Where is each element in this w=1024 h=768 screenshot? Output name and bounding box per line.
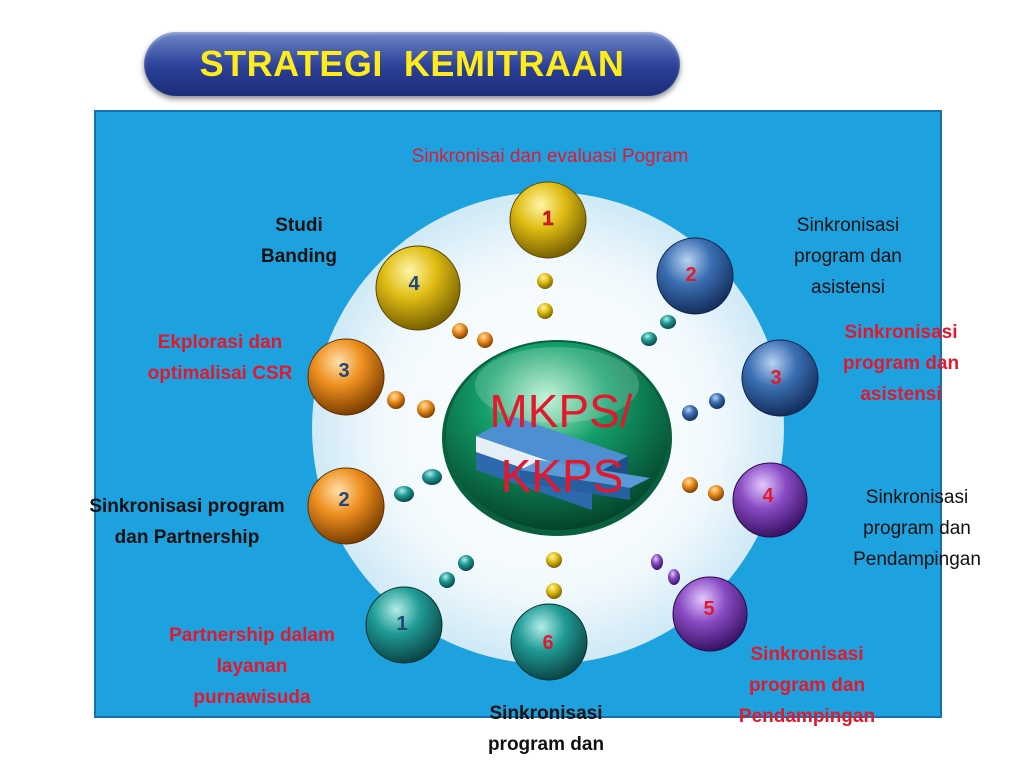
center-node: MKPS/ KKPS [442, 340, 672, 536]
label-left-3: Ekplorasi dan optimalisai CSR [147, 332, 293, 384]
top-label: Sinkronisai dan evaluasi Pogram [411, 146, 689, 167]
node-number: 4 [762, 485, 774, 507]
node-number: 6 [542, 632, 553, 654]
node-right-6: 6 [510, 603, 588, 681]
label-right-5: Sinkronisasi program dan Pendampingan [738, 644, 876, 727]
node-number: 3 [770, 367, 781, 389]
label-left-2: Sinkronisasi program dan Partnership [89, 496, 285, 548]
label-left-1: Partnership dalam layanan purnawisuda [169, 625, 335, 708]
node-right-3: 3 [741, 339, 819, 417]
node-number: 4 [408, 273, 420, 295]
label-right-3: Sinkronisasi program dan asistensi [842, 322, 960, 405]
connector-dots [387, 273, 725, 599]
title-banner: STRATEGI KEMITRAAN [144, 32, 680, 96]
node-right-5: 5 [672, 576, 748, 652]
label-right-2: Sinkronisasi program dan asistensi [794, 215, 902, 298]
node-left-1: 1 [365, 586, 443, 664]
label-left-4: Studi Banding [261, 215, 337, 267]
book-icon [476, 416, 650, 510]
label-right-4: Sinkronisasi program dan Pendampingan [853, 487, 981, 570]
center-label-line2: KKPS [501, 450, 624, 502]
node-number: 1 [542, 208, 553, 230]
node-left-2: 2 [307, 467, 385, 545]
node-right-4: 4 [732, 462, 808, 538]
node-number: 1 [396, 613, 407, 635]
node-right-2: 2 [656, 237, 734, 315]
center-label-line1: MKPS/ [489, 385, 632, 437]
node-right-1: 1 [509, 181, 587, 259]
node-number: 3 [338, 360, 349, 382]
label-right-6: Sinkronisasi program dan [487, 703, 605, 755]
node-number: 5 [703, 598, 714, 620]
node-number: 2 [685, 264, 696, 286]
node-left-4: 4 [375, 245, 461, 331]
node-left-3: 3 [307, 338, 385, 416]
node-number: 2 [338, 489, 349, 511]
page-title: STRATEGI KEMITRAAN [199, 43, 625, 84]
